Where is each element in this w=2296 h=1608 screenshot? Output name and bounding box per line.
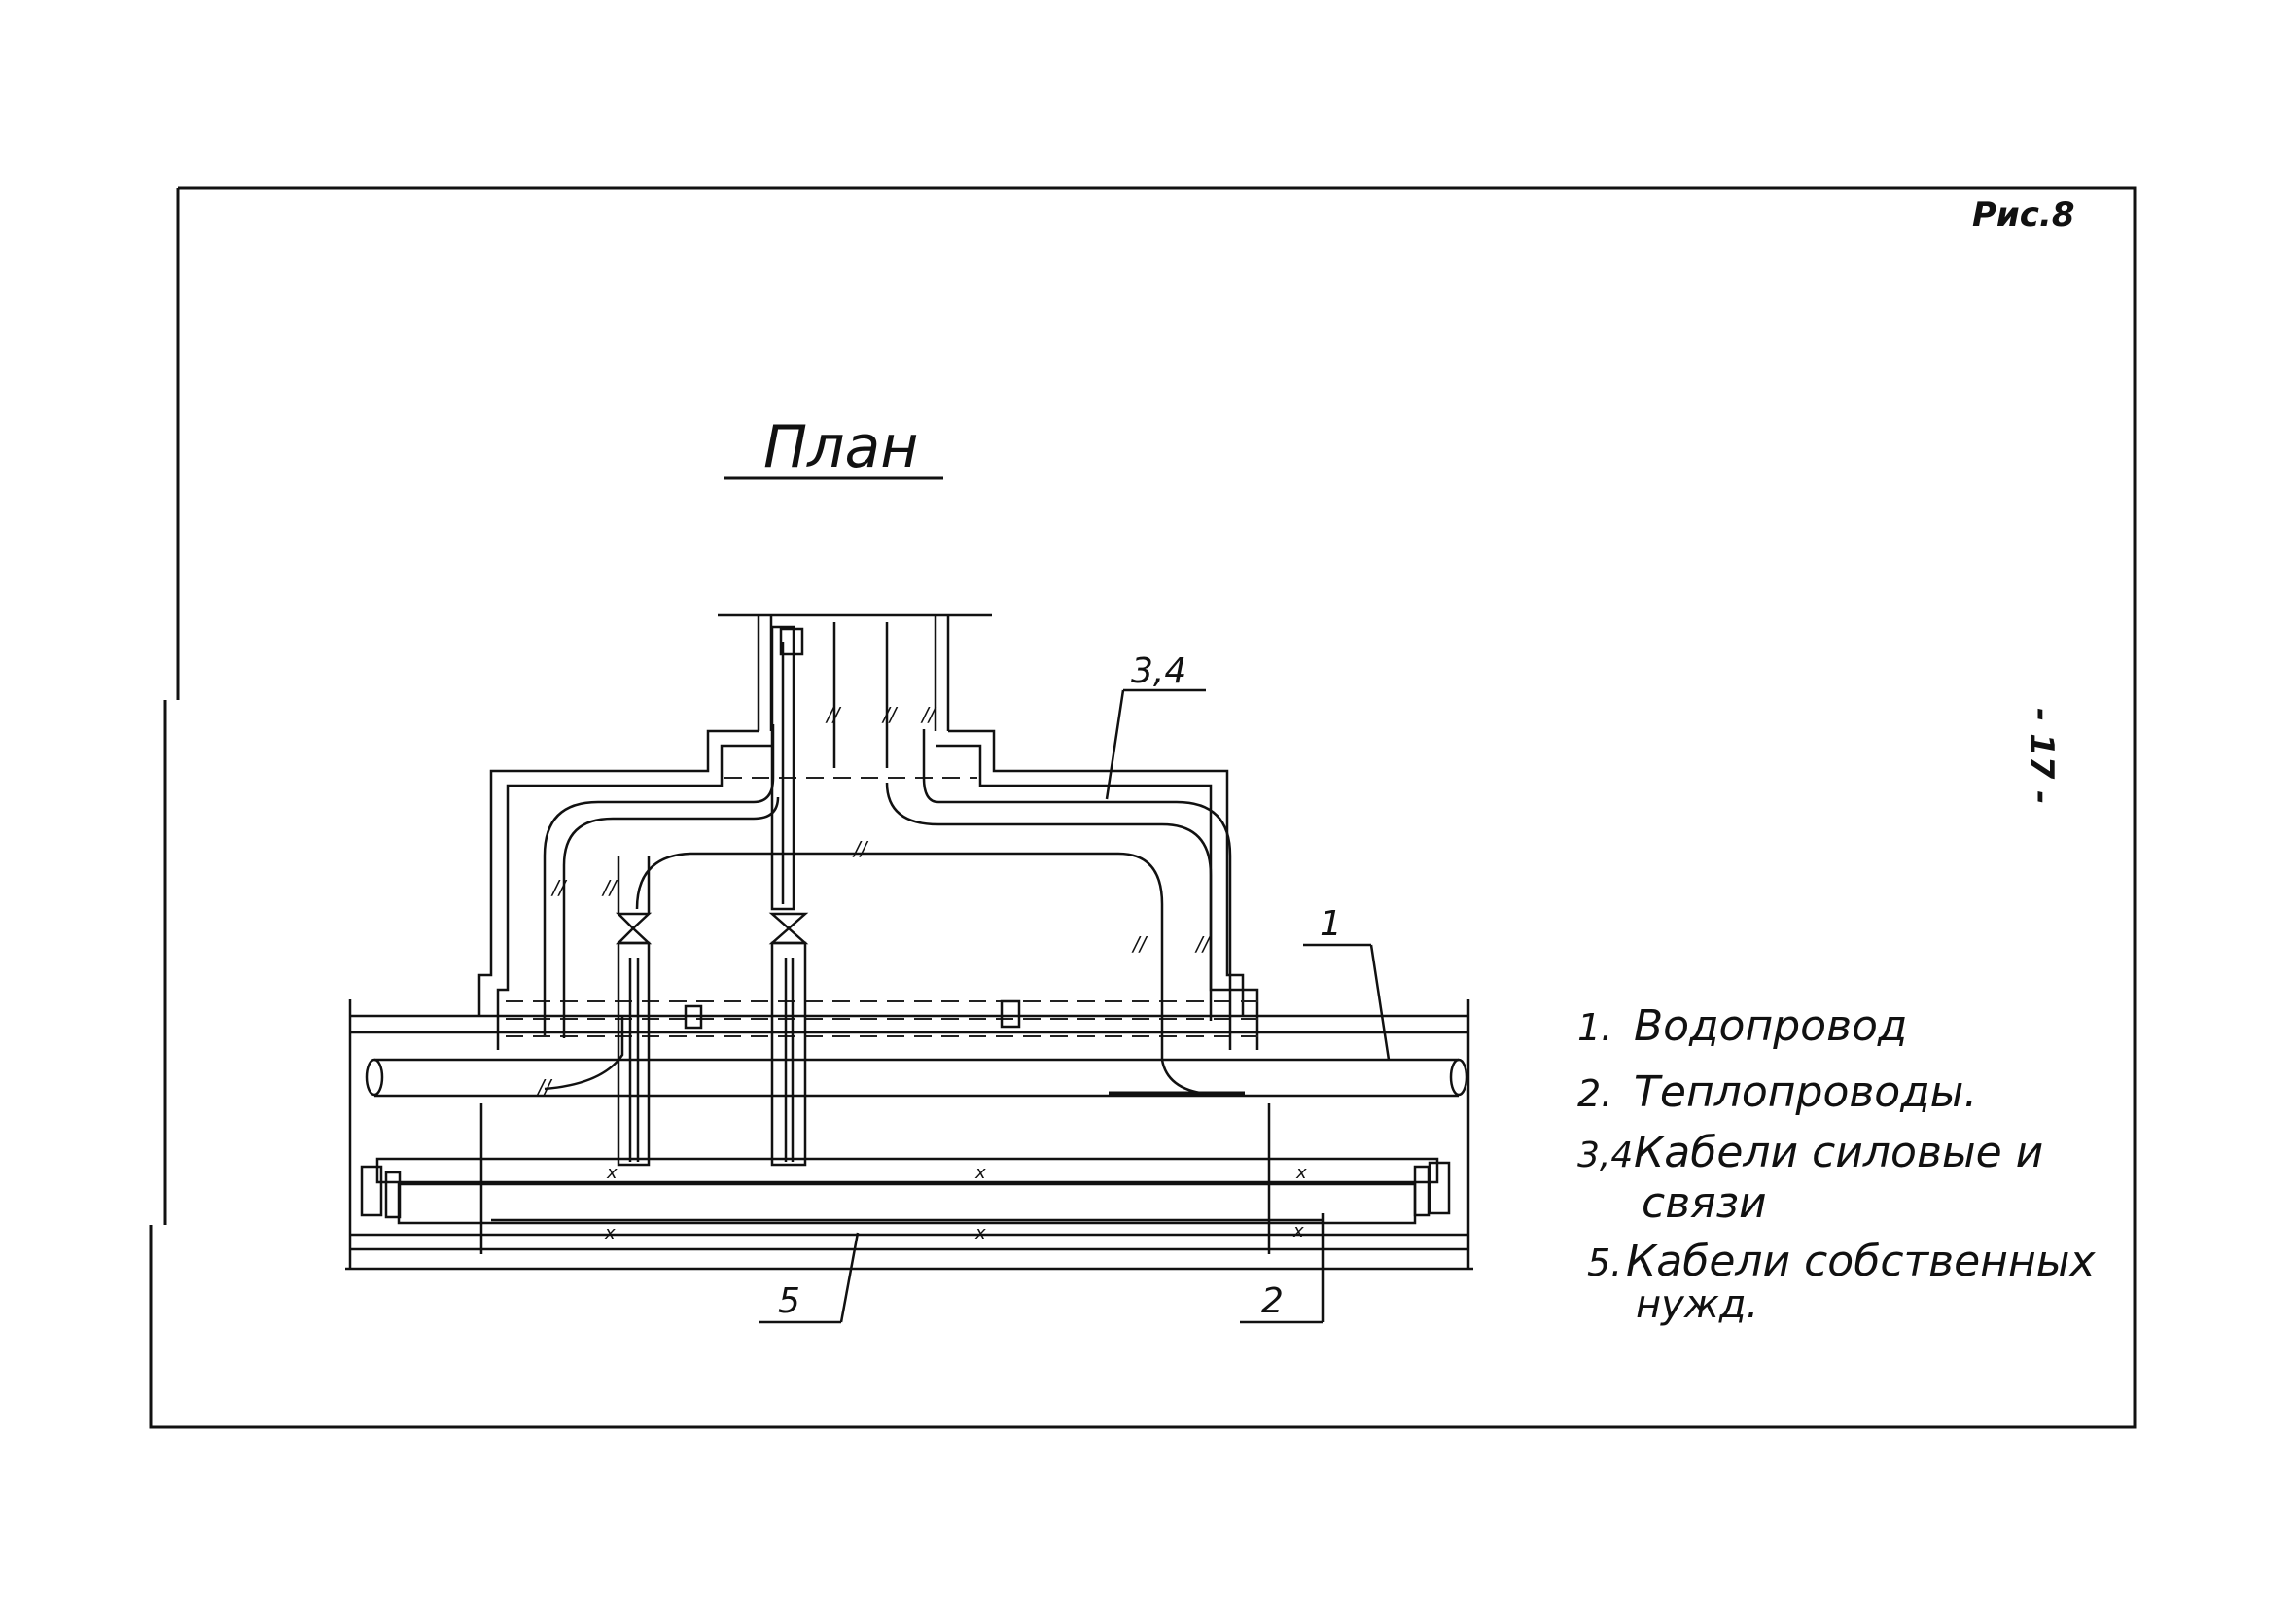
svg-text://: // [852, 837, 869, 860]
legend-item: 5. Кабели собственных [1587, 1237, 2096, 1286]
svg-text://: // [536, 1075, 553, 1099]
callout-5: 5 [778, 1281, 800, 1321]
svg-text://: // [550, 876, 568, 899]
legend-text: связи [1642, 1178, 1767, 1228]
page-number: - 17 - [2022, 708, 2061, 804]
legend-text: Теплопроводы. [1634, 1067, 1977, 1117]
callout-2: 2 [1261, 1281, 1284, 1321]
water-pipe [365, 1058, 1468, 1098]
legend-text: Водопровод [1634, 1001, 1907, 1051]
legend-text: Кабели собственных [1626, 1237, 2096, 1286]
heat-pipes [360, 1157, 1451, 1225]
svg-text://: // [920, 703, 937, 726]
cable-runs [543, 625, 1232, 1167]
callout-1: 1 [1320, 904, 1342, 944]
svg-text:x: x [974, 1223, 986, 1243]
svg-text://: // [1194, 932, 1212, 956]
pipe-support-marks: x x x x x x [604, 1163, 1307, 1243]
legend: 1. Водопровод 2. Теплопроводы. 3,4. Кабе… [1577, 1001, 2096, 1327]
legend-num: 5. [1587, 1241, 1622, 1284]
legend-item: 1. Водопровод [1577, 1001, 1907, 1051]
legend-text: нужд. [1636, 1282, 1758, 1327]
plan-title: План [763, 413, 918, 481]
svg-text:x: x [974, 1163, 986, 1183]
svg-text://: // [601, 876, 618, 899]
callout-34: 3,4 [1131, 651, 1186, 691]
svg-text://: // [825, 703, 842, 726]
svg-text:x: x [1295, 1163, 1307, 1183]
figure-label: Рис.8 [1972, 195, 2074, 234]
legend-num: 2. [1577, 1072, 1612, 1115]
svg-text://: // [881, 703, 899, 726]
legend-item: 3,4. Кабели силовые и [1577, 1128, 2043, 1177]
legend-num: 1. [1577, 1006, 1612, 1049]
svg-text://: // [1131, 932, 1148, 956]
legend-item: связи [1642, 1178, 1767, 1228]
legend-num: 3,4. [1577, 1136, 1644, 1175]
break-marks: // // // // // // // // // [536, 703, 1212, 1099]
svg-text:x: x [1292, 1221, 1304, 1241]
legend-item: 2. Теплопроводы. [1577, 1067, 1977, 1117]
svg-text:x: x [604, 1223, 616, 1243]
sheet-frame [149, 186, 2137, 1429]
structure [345, 613, 1473, 1271]
svg-text:x: x [606, 1163, 618, 1183]
legend-item: нужд. [1636, 1282, 1758, 1327]
legend-text: Кабели силовые и [1634, 1128, 2043, 1177]
leader-lines [759, 688, 1391, 1324]
